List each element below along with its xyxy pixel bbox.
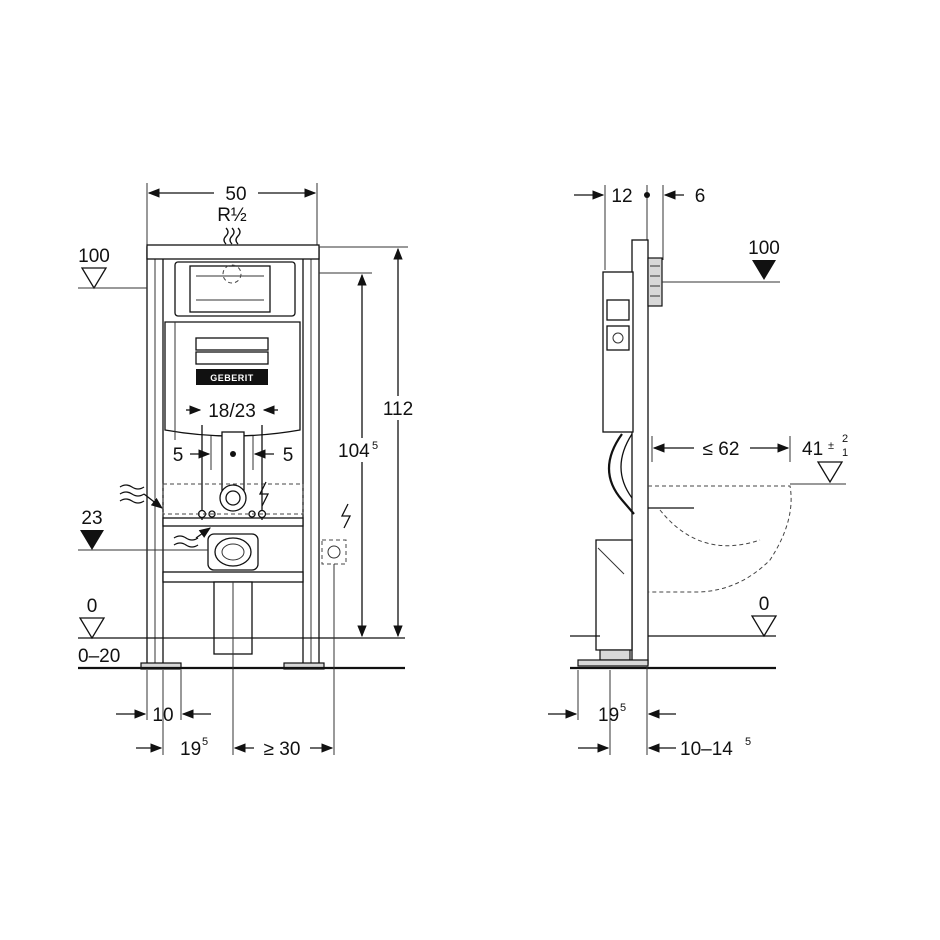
- electric-center-icon: [258, 481, 270, 507]
- depth-left-label: 12: [611, 186, 632, 207]
- frame-top-rail: [146, 244, 320, 260]
- side-level-top-label: 100: [748, 238, 780, 259]
- connection-label: R½: [217, 205, 247, 226]
- depth-right-label: 6: [695, 186, 706, 207]
- height-frame-label: 104: [338, 441, 370, 462]
- bowl-tol-minus: 1: [842, 447, 848, 459]
- bolt-spacing-label: 18/23: [208, 401, 256, 422]
- front-view: 50 R½ GEBERIT: [78, 182, 420, 760]
- side-level-floor-marker: [750, 615, 778, 638]
- level-floor-label: 0: [87, 596, 98, 617]
- water-drain-icon: [173, 535, 199, 548]
- wall-range-sup: 5: [745, 736, 751, 748]
- brand-plate: [196, 369, 268, 385]
- offset-left-label: 5: [173, 445, 184, 466]
- bowl-height-marker: [816, 461, 844, 484]
- brand-label: GEBERIT: [210, 373, 254, 383]
- level-top-label: 100: [78, 246, 110, 267]
- socket-distance-label: ≥ 30: [264, 739, 301, 760]
- foot-width-label: 10: [152, 705, 173, 726]
- flush-plate: [647, 257, 663, 307]
- side-level-top-marker: [752, 260, 776, 280]
- side-level-floor-label: 0: [759, 594, 770, 615]
- level-floor-marker: [78, 617, 106, 640]
- plus-minus-sign: ±: [828, 440, 834, 452]
- water-inlet-icon: [223, 227, 241, 245]
- side-axis-offset-sup: 5: [620, 702, 626, 714]
- wall-range-label: 10–14: [680, 739, 733, 760]
- electric-right-icon: [340, 503, 352, 529]
- level-top-marker: [80, 267, 108, 290]
- flush-pipe: [221, 431, 245, 491]
- bowl-projection-label: ≤ 62: [703, 439, 740, 460]
- side-view: 12 6 100 ≤ 62: [548, 185, 848, 760]
- side-frame-upright: [631, 239, 649, 665]
- side-cistern: [602, 271, 634, 433]
- width-label: 50: [225, 184, 246, 205]
- side-foot: [577, 659, 649, 667]
- height-frame-sup: 5: [372, 440, 378, 452]
- floor-range-label: 0–20: [78, 646, 120, 667]
- bowl-outline: [648, 485, 792, 593]
- side-axis-offset-label: 19: [598, 705, 619, 726]
- side-drain-pipe: [595, 539, 633, 651]
- side-flush-bend: [608, 433, 635, 515]
- axis-offset-sup: 5: [202, 736, 208, 748]
- offset-right-label: 5: [283, 445, 294, 466]
- height-total-label: 112: [383, 399, 413, 420]
- water-left-icon: [119, 484, 145, 504]
- level-drain-label: 23: [81, 508, 102, 529]
- socket-box: [321, 539, 347, 565]
- bowl-tol-plus: 2: [842, 433, 848, 445]
- bowl-height-label: 41: [802, 439, 823, 460]
- axis-offset-label: 19: [180, 739, 201, 760]
- level-drain-marker: [80, 530, 104, 550]
